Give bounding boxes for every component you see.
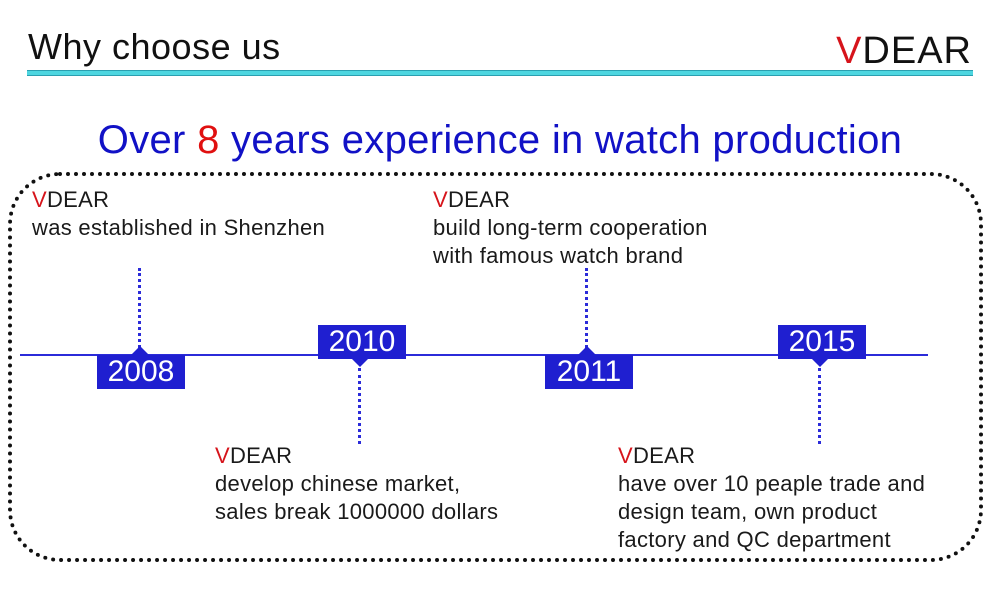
- connector-2015: [818, 368, 821, 444]
- year-badge-2011: 2011: [545, 355, 633, 389]
- year-badge-2008: 2008: [97, 355, 185, 389]
- event-2011-line-2: with famous watch brand: [433, 243, 684, 268]
- event-2015-line-1: have over 10 peaple trade and: [618, 471, 926, 496]
- event-2011-line-1: build long-term cooperation: [433, 215, 708, 240]
- event-2010-line-1: develop chinese market,: [215, 471, 461, 496]
- badge-notch-2008: [131, 346, 149, 355]
- brand-logo-rest: DEAR: [862, 30, 972, 72]
- header-rule: [27, 70, 973, 76]
- connector-2008: [138, 268, 141, 348]
- event-2010: VDEAR develop chinese market, sales brea…: [215, 442, 498, 526]
- event-2011-brand: VDEAR: [433, 187, 511, 212]
- connector-2011: [585, 268, 588, 348]
- event-2015-line-2: design team, own product: [618, 499, 878, 524]
- badge-notch-2011: [578, 346, 596, 355]
- badge-notch-2015: [811, 358, 829, 367]
- event-2008-brand: VDEAR: [32, 187, 110, 212]
- year-badge-2015: 2015: [778, 325, 866, 359]
- event-2010-brand: VDEAR: [215, 443, 293, 468]
- event-2015-brand: VDEAR: [618, 443, 696, 468]
- headline-number: 8: [197, 118, 220, 162]
- page-title: Why choose us: [28, 26, 281, 67]
- event-2015-line-3: factory and QC department: [618, 527, 891, 552]
- event-2008: VDEAR was established in Shenzhen: [32, 186, 325, 242]
- year-badge-2010: 2010: [318, 325, 406, 359]
- connector-2010: [358, 368, 361, 444]
- headline-prefix: Over: [97, 118, 198, 162]
- timeline-frame: [8, 172, 983, 562]
- event-2008-line-1: was established in Shenzhen: [32, 215, 326, 240]
- badge-notch-2010: [351, 358, 369, 367]
- event-2015: VDEAR have over 10 peaple trade and desi…: [618, 442, 925, 554]
- headline-suffix: years experience in watch production: [219, 118, 903, 162]
- event-2010-line-2: sales break 1000000 dollars: [215, 499, 499, 524]
- brand-logo-v: V: [836, 30, 863, 72]
- headline: Over 8 years experience in watch product…: [0, 118, 1000, 163]
- timeline-axis: [20, 354, 928, 356]
- event-2011: VDEAR build long-term cooperation with f…: [433, 186, 708, 270]
- brand-logo: VDEAR: [836, 30, 972, 73]
